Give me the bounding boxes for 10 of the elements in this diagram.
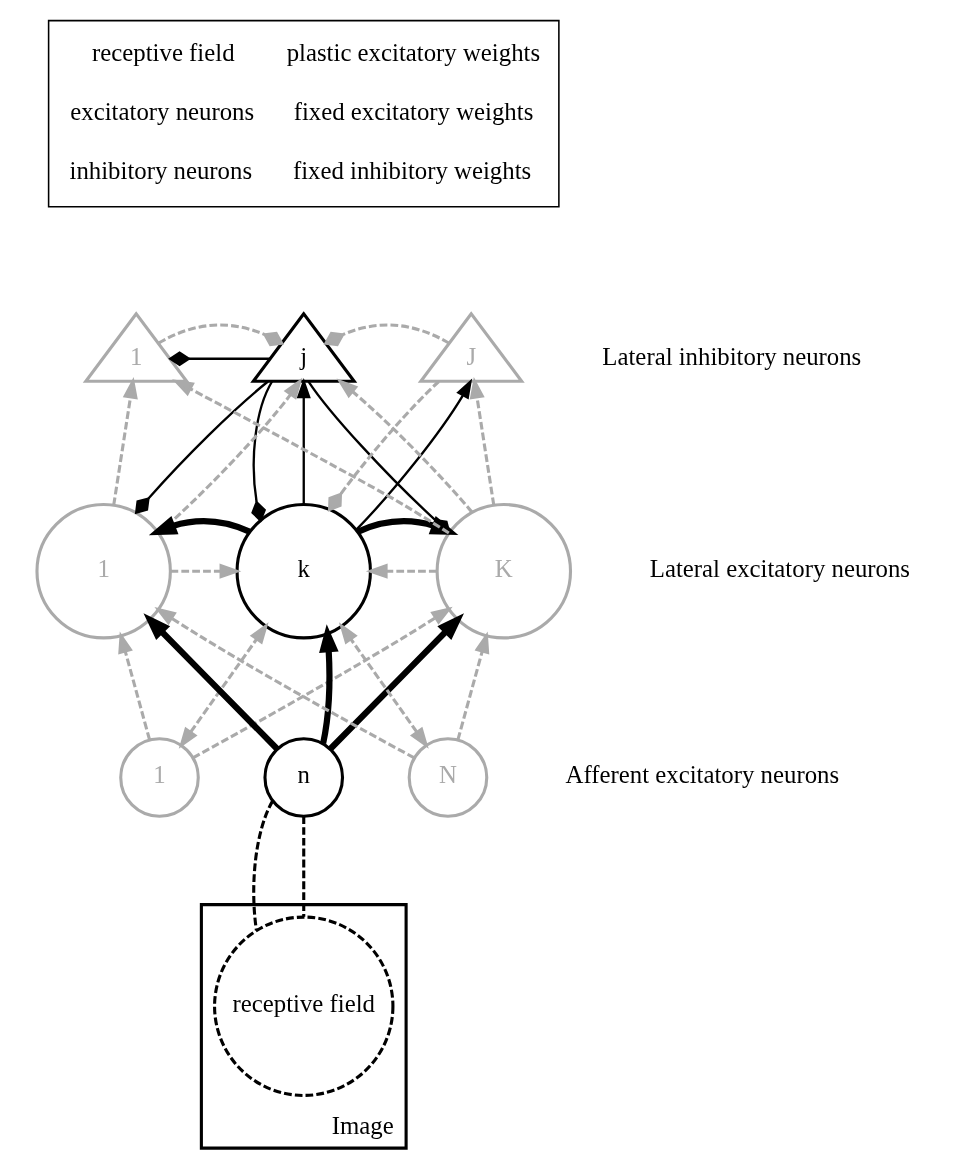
legend-label: excitatory neurons <box>70 97 255 125</box>
label: Lateral inhibitory neurons <box>602 342 862 370</box>
label: Afferent excitatory neurons <box>565 761 840 789</box>
legend-label: fixed inhibitory weights <box>292 156 532 184</box>
legend-label: plastic excitatory weights <box>286 38 541 66</box>
legend-label: inhibitory neurons <box>69 156 253 184</box>
node-label: Image <box>331 1111 394 1139</box>
legend-label: fixed excitatory weights <box>293 97 534 125</box>
label: Lateral excitatory neurons <box>649 555 911 583</box>
legend-label: receptive field <box>92 38 235 66</box>
